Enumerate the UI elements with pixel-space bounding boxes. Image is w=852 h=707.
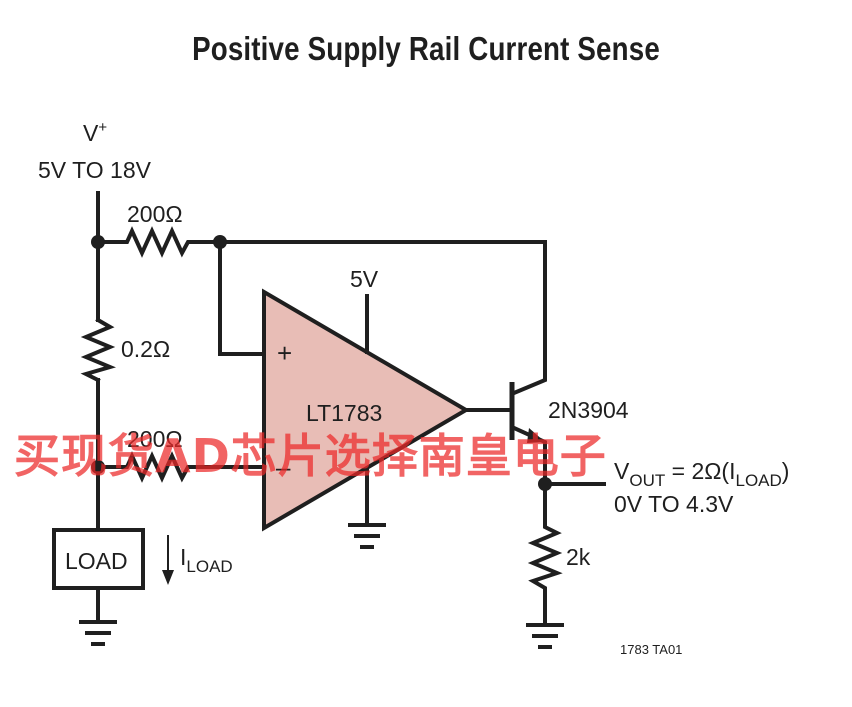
load-box xyxy=(52,528,145,590)
load-ground-icon xyxy=(79,620,117,646)
junction-dot xyxy=(91,235,105,249)
vplus-label: V+ xyxy=(83,119,107,146)
opamp-name-label: LT1783 xyxy=(306,400,382,426)
collector-feedback-wire xyxy=(218,240,547,396)
sense-resistor xyxy=(80,317,116,383)
supply-range-label: 5V TO 18V xyxy=(38,157,152,183)
junction-dot xyxy=(213,235,227,249)
load-box-label: LOAD xyxy=(65,548,128,574)
transistor-label: 2N3904 xyxy=(548,397,629,423)
top-resistor-label: 200Ω xyxy=(127,201,183,227)
vout-equation-label: VOUT = 2Ω(ILOAD) xyxy=(614,458,789,490)
opamp-ground-icon xyxy=(348,523,386,549)
iload-label: ILOAD xyxy=(180,544,233,576)
sense-resistor-label: 0.2Ω xyxy=(121,336,170,362)
junction-dot xyxy=(91,460,105,474)
plus-sign: + xyxy=(277,338,292,368)
vout-range-label: 0V TO 4.3V xyxy=(614,491,734,517)
minus-sign: – xyxy=(276,452,291,482)
bottom-resistor-label: 200Ω xyxy=(127,426,183,452)
figure-id-label: 1783 TA01 xyxy=(620,642,682,657)
output-resistor-label: 2k xyxy=(566,544,591,570)
transistor-2n3904 xyxy=(509,382,547,486)
junction-dot xyxy=(538,477,552,491)
bottom-resistor xyxy=(96,451,266,483)
watermark-text: 买现货AD芯片选择南皇电子 xyxy=(14,429,607,483)
output-resistor xyxy=(527,482,563,627)
emitter-arrow-icon xyxy=(527,428,545,443)
top-resistor xyxy=(96,226,222,258)
output-ground-icon xyxy=(526,623,564,649)
plus-input-wire xyxy=(218,240,266,356)
current-arrow-icon xyxy=(162,535,174,585)
opamp-supply-label: 5V xyxy=(350,266,379,292)
diagram-title: Positive Supply Rail Current Sense xyxy=(192,30,660,67)
